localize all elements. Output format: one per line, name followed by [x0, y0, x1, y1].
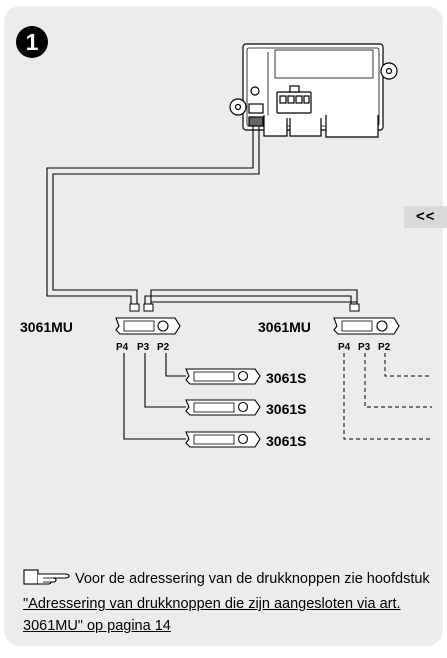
pushbutton-module-3	[185, 431, 261, 448]
right-port-p2-label: P2	[378, 342, 391, 353]
left-3061mu-module	[115, 317, 181, 335]
bus-cable	[46, 126, 358, 306]
pushbutton-label-2: 3061S	[266, 401, 306, 417]
right-port-p3-label: P3	[358, 342, 371, 353]
connector-icon	[129, 303, 140, 312]
pushbutton-label-1: 3061S	[266, 370, 306, 386]
left-port-p3-label: P3	[137, 342, 150, 353]
right-port-p4-label: P4	[338, 342, 351, 353]
connector-icon	[349, 303, 360, 312]
pushbutton-module-1	[185, 368, 261, 385]
right-3061mu-module	[333, 317, 400, 335]
chapter-reference-link[interactable]: "Adressering van drukknoppen die zijn aa…	[23, 596, 401, 634]
left-3061mu-label: 3061MU	[20, 319, 73, 335]
left-port-p2-label: P2	[157, 342, 170, 353]
back-nav-button[interactable]: <<	[404, 206, 447, 228]
addressing-note: Voor de adressering van de drukknoppen z…	[23, 568, 433, 637]
note-text: Voor de adressering van de drukknoppen z…	[75, 571, 430, 587]
right-port-dashed-wiring	[343, 353, 432, 440]
right-3061mu-label: 3061MU	[258, 319, 311, 335]
step-number-badge: 1	[16, 26, 48, 58]
left-port-p4-label: P4	[116, 342, 129, 353]
connector-icon	[143, 303, 154, 312]
pushbutton-module-2	[185, 399, 261, 416]
left-port-wiring	[123, 353, 186, 440]
pushbutton-label-3: 3061S	[266, 433, 306, 449]
control-unit	[229, 43, 398, 138]
pointing-hand-icon	[23, 568, 71, 593]
